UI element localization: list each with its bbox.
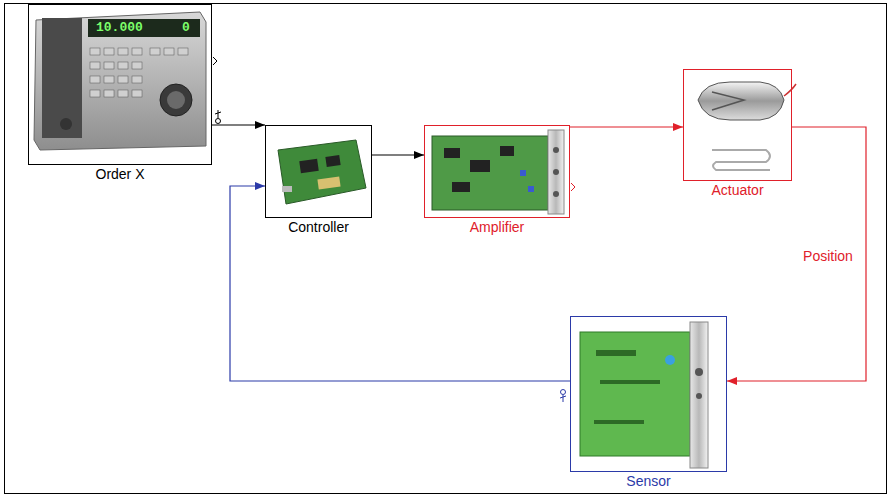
signal-connector — [372, 154, 424, 155]
controller-board-picture — [278, 140, 366, 204]
sensor-board-picture — [580, 322, 708, 468]
display-digits: 10.000 — [96, 20, 143, 35]
component-caption: Sensor — [626, 473, 670, 489]
controller-box: Controller — [265, 125, 372, 218]
signal-connector — [570, 126, 683, 127]
signal-connector — [212, 124, 265, 125]
amplifier-box: Amplifier — [424, 125, 570, 218]
actuator-picture — [698, 82, 796, 170]
signal-connector — [230, 186, 570, 381]
port-symbol — [213, 57, 217, 65]
amplifier-board-picture — [432, 130, 564, 214]
signal-name: Position — [801, 248, 855, 264]
signal-connector — [727, 127, 866, 381]
component-caption: Amplifier — [470, 219, 524, 235]
actuator-box: Actuator — [683, 69, 792, 181]
display-digits: 0 — [182, 20, 190, 35]
signal-generator-picture — [34, 12, 206, 150]
port-symbol — [560, 390, 566, 403]
diagram-frame — [5, 4, 887, 494]
component-caption: Controller — [288, 219, 349, 235]
component-caption: Actuator — [711, 182, 763, 198]
port-symbol — [571, 183, 575, 191]
sensor-box: Sensor — [570, 316, 727, 472]
port-symbol — [215, 110, 221, 124]
component-caption: Order X — [95, 166, 144, 182]
